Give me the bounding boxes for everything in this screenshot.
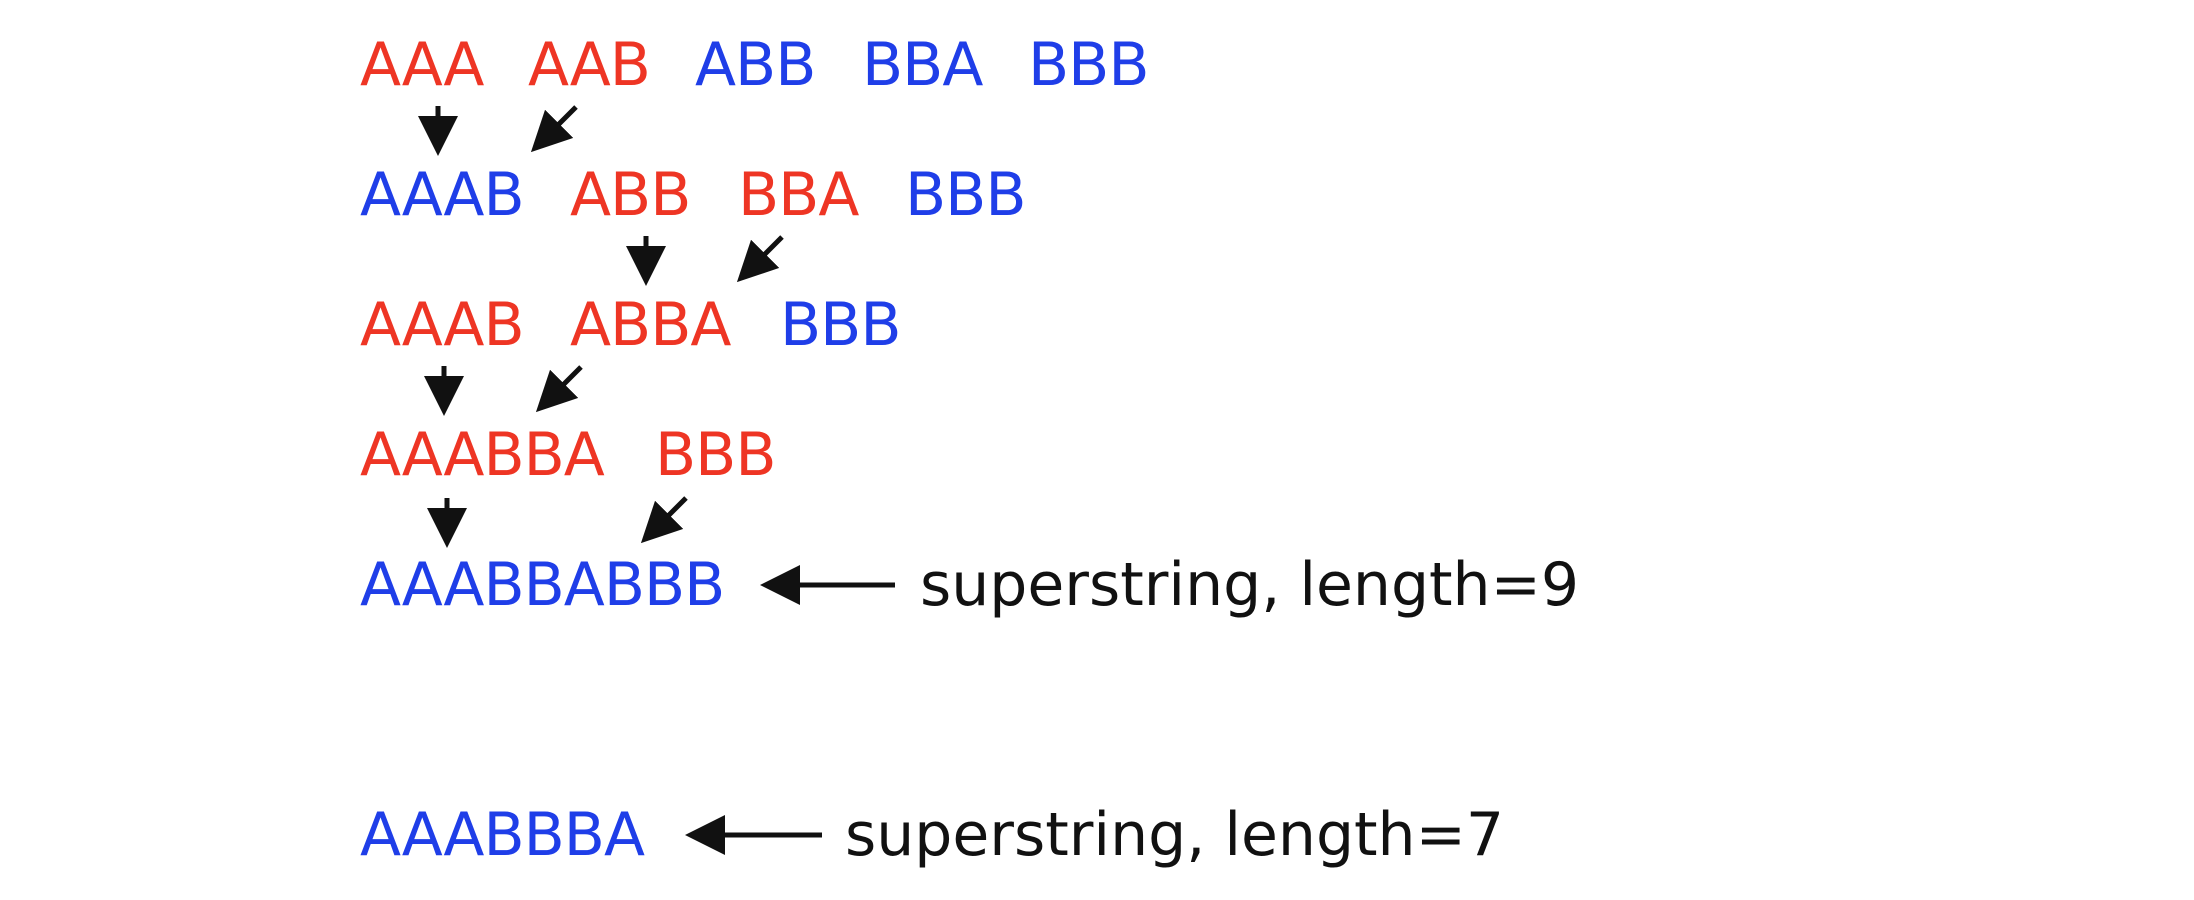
string-bbb: BBB [780, 290, 901, 360]
string-bbb: BBB [905, 160, 1026, 230]
diagonal-arrow [530, 105, 578, 153]
superstring-length-7: AAABBBA [360, 800, 645, 870]
diagonal-arrow [535, 365, 583, 413]
string-aaa: AAA [360, 30, 484, 100]
string-bbb: BBB [655, 420, 776, 490]
string-aab: AAB [528, 30, 651, 100]
diagonal-arrow [640, 496, 688, 544]
string-abb: ABB [695, 30, 816, 100]
diagonal-arrow [736, 235, 784, 283]
string-aaabba: AAABBA [360, 420, 605, 490]
string-aaab: AAAB [360, 290, 525, 360]
superstring-length-9: AAABBABBB [360, 550, 725, 620]
string-abb: ABB [570, 160, 691, 230]
string-aaab: AAAB [360, 160, 525, 230]
string-abba: ABBA [570, 290, 731, 360]
superstring-9-label: superstring, length=9 [920, 550, 1580, 620]
string-bba: BBA [862, 30, 983, 100]
superstring-7-label: superstring, length=7 [845, 800, 1505, 870]
string-bbb: BBB [1028, 30, 1149, 100]
string-bba: BBA [738, 160, 859, 230]
